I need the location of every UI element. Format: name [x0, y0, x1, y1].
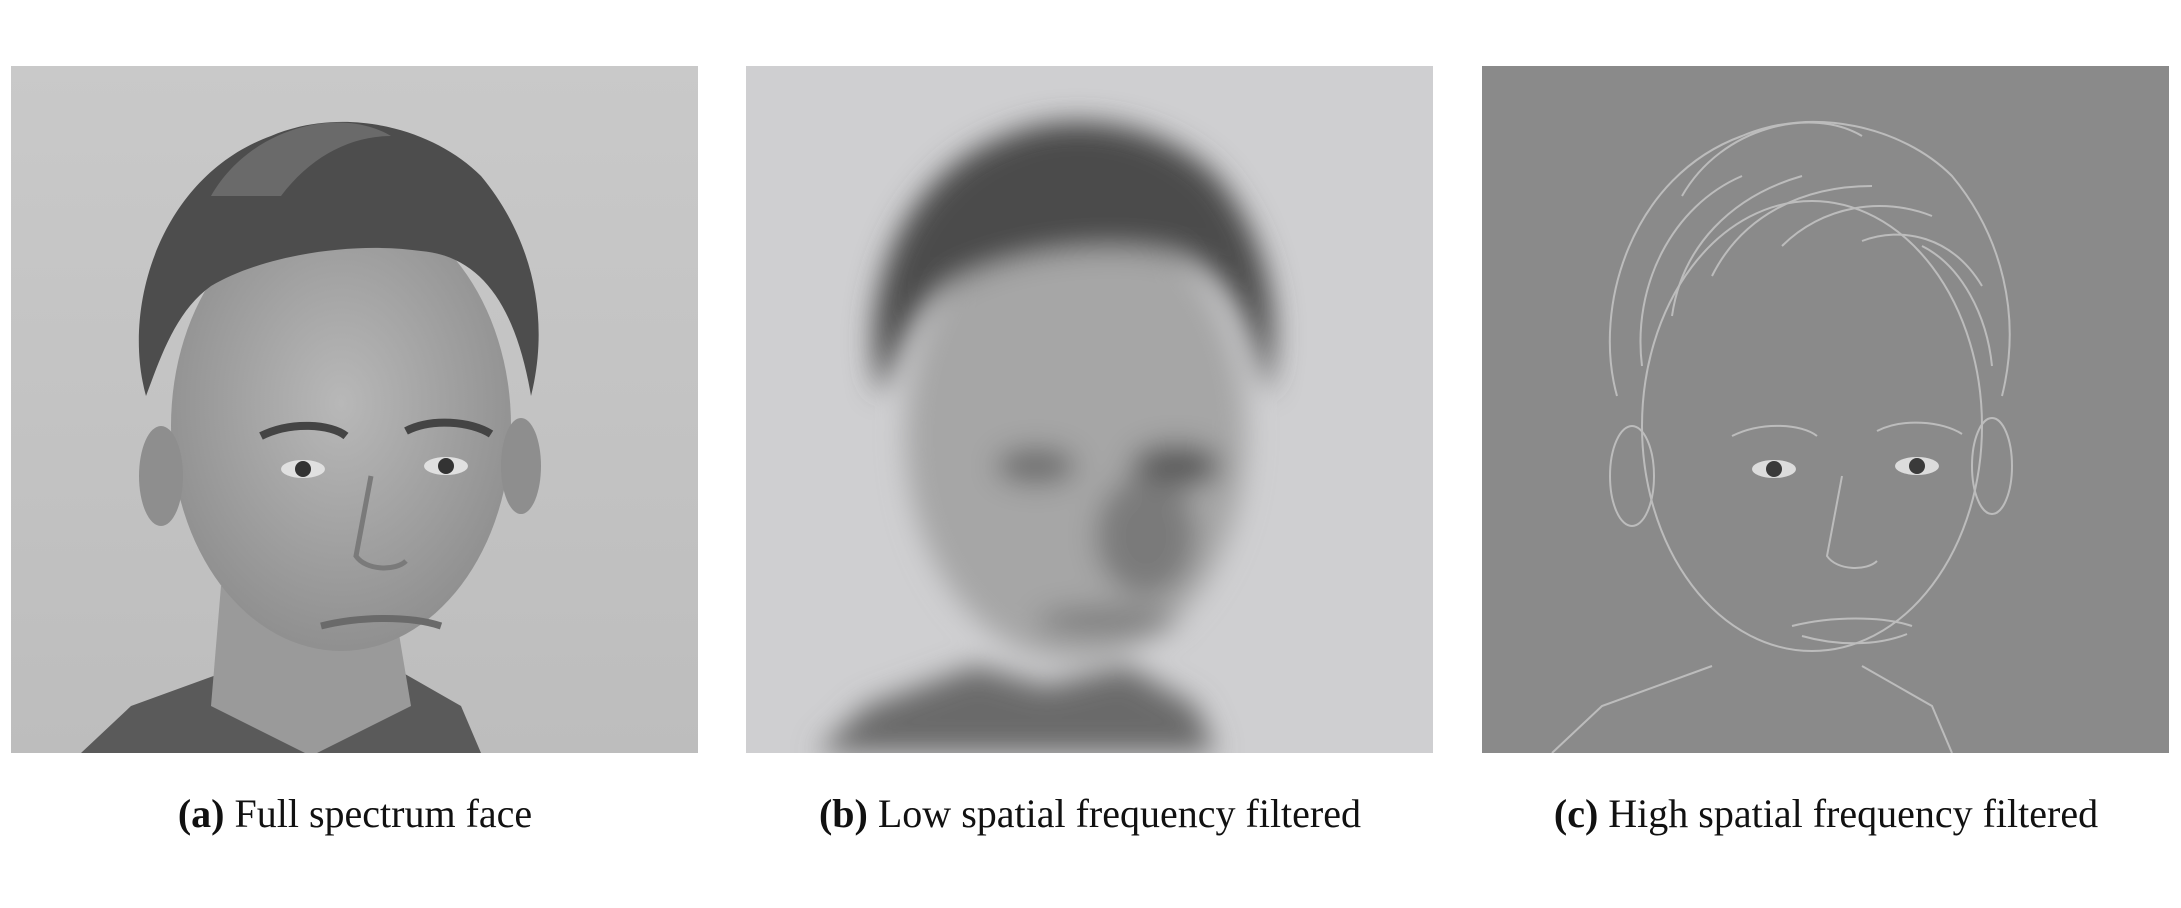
caption-a-label: (a): [177, 791, 225, 836]
panel-a-full-spectrum-image: [11, 66, 698, 753]
caption-a-text: Full spectrum face: [234, 791, 533, 836]
face-photo-low-frequency: [746, 66, 1433, 753]
caption-b-label: (b): [818, 791, 868, 836]
caption-c: (c) High spatial frequency filtered: [1436, 790, 2181, 837]
face-photo-high-frequency: [1482, 66, 2169, 753]
caption-c-text: High spatial frequency filtered: [1608, 791, 2099, 836]
panel-c-high-frequency-image: [1482, 66, 2169, 753]
panel-b-low-frequency-image: [746, 66, 1433, 753]
caption-a: (a) Full spectrum face: [0, 790, 745, 837]
face-photo-full-spectrum: [11, 66, 698, 753]
caption-b: (b) Low spatial frequency filtered: [700, 790, 1480, 837]
caption-c-label: (c): [1553, 791, 1599, 836]
caption-b-text: Low spatial frequency filtered: [877, 791, 1361, 836]
